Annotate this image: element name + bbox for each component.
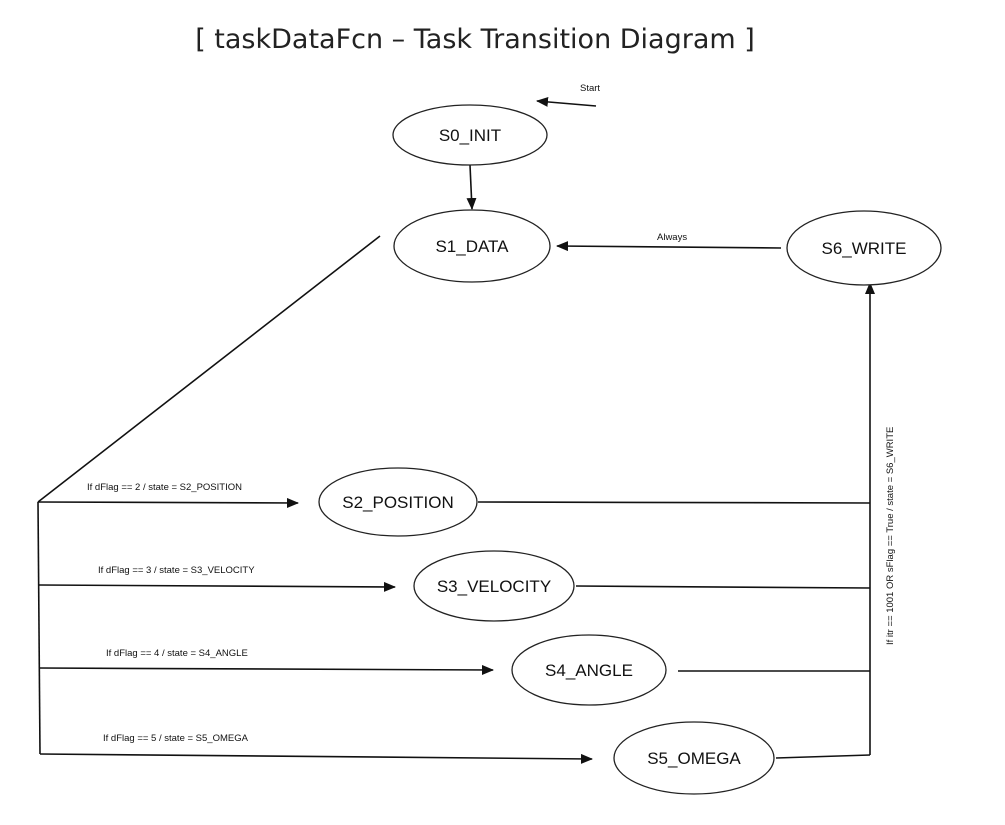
to-s4-arrow bbox=[38, 664, 494, 675]
to-s5-label: If dFlag == 5 / state = S5_OMEGA bbox=[103, 733, 249, 744]
s6-to-s1-arrow bbox=[556, 241, 782, 252]
node-s6-label: S6_WRITE bbox=[821, 239, 906, 258]
node-s6-write: S6_WRITE bbox=[786, 210, 942, 286]
node-s5-label: S5_OMEGA bbox=[647, 749, 741, 768]
s0-to-s1-arrow bbox=[466, 164, 477, 210]
to-s2-label: If dFlag == 2 / state = S2_POSITION bbox=[87, 482, 242, 493]
node-s3-label: S3_VELOCITY bbox=[437, 577, 551, 596]
node-s2-label: S2_POSITION bbox=[342, 493, 453, 512]
to-s5-arrow bbox=[39, 753, 593, 764]
node-s4-label: S4_ANGLE bbox=[545, 661, 633, 680]
always-label: Always bbox=[657, 232, 687, 243]
start-label: Start bbox=[580, 83, 600, 94]
node-s1-data: S1_DATA bbox=[393, 209, 551, 283]
node-s4-angle: S4_ANGLE bbox=[511, 634, 667, 706]
to-s3-arrow bbox=[38, 581, 396, 592]
s5-return-line bbox=[775, 754, 871, 759]
to-s3-label: If dFlag == 3 / state = S3_VELOCITY bbox=[98, 565, 255, 576]
node-s5-omega: S5_OMEGA bbox=[613, 721, 775, 795]
node-s2-position: S2_POSITION bbox=[318, 467, 478, 537]
to-s2-arrow bbox=[37, 497, 299, 508]
node-s1-label: S1_DATA bbox=[435, 237, 509, 256]
branch-trunk bbox=[37, 501, 41, 755]
node-s3-velocity: S3_VELOCITY bbox=[413, 550, 575, 622]
to-s4-label: If dFlag == 4 / state = S4_ANGLE bbox=[106, 648, 248, 659]
s2-return-line bbox=[477, 501, 871, 504]
start-arrow bbox=[536, 96, 597, 107]
node-s0-label: S0_INIT bbox=[439, 126, 501, 145]
to-s6-label: If itr == 1001 OR sFlag == True / state … bbox=[885, 427, 896, 645]
s3-return-line bbox=[575, 585, 871, 589]
node-s0-init: S0_INIT bbox=[392, 104, 548, 166]
s1-branch-diagonal bbox=[37, 235, 381, 503]
diagram-title: [ taskDataFcn – Task Transition Diagram … bbox=[195, 24, 755, 55]
